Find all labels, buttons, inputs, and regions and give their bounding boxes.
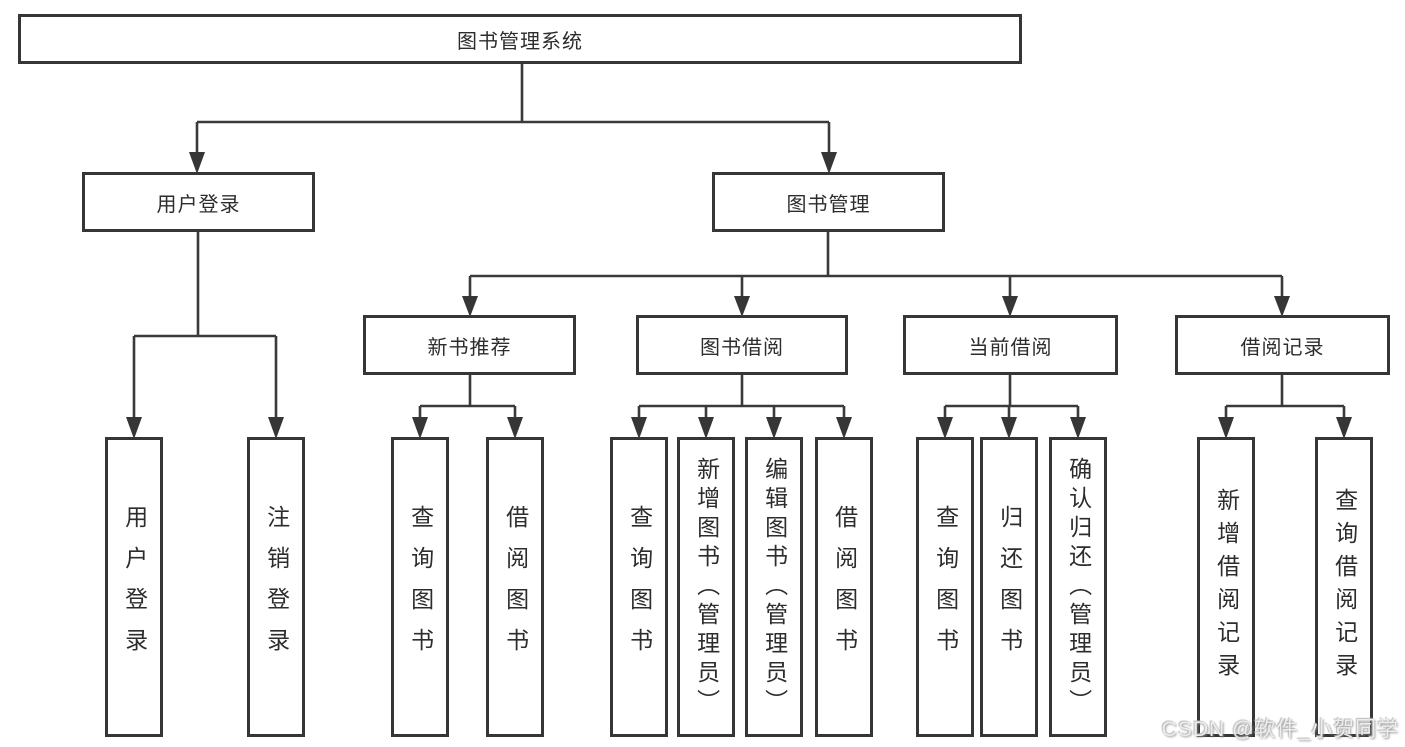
leaf-borrow-books-label: 借阅图书 <box>831 505 858 669</box>
node-user-login-branch: 用户登录 <box>82 172 315 232</box>
node-current-borrow: 当前借阅 <box>903 315 1118 375</box>
leaf-user-login-label: 用户登录 <box>121 505 148 669</box>
leaf-borrow-books-recommend-label: 借阅图书 <box>502 505 529 669</box>
leaf-logout-label: 注销登录 <box>263 505 290 669</box>
leaf-add-books-admin: 新增图书（管理员） <box>677 437 735 737</box>
leaf-confirm-return-admin-label: 确认归还（管理员） <box>1065 456 1092 718</box>
leaf-query-books-current: 查询图书 <box>916 437 974 737</box>
leaf-add-borrow-record: 新增借阅记录 <box>1197 437 1255 737</box>
leaf-borrow-books: 借阅图书 <box>815 437 873 737</box>
leaf-return-books: 归还图书 <box>980 437 1038 737</box>
leaf-add-books-admin-label: 新增图书（管理员） <box>693 456 720 718</box>
node-book-borrow: 图书借阅 <box>636 315 848 375</box>
leaf-confirm-return-admin: 确认归还（管理员） <box>1049 437 1107 737</box>
leaf-logout: 注销登录 <box>247 437 305 737</box>
csdn-watermark: CSDN @软件_小贺同学 <box>1161 718 1399 741</box>
leaf-borrow-books-recommend: 借阅图书 <box>486 437 544 737</box>
leaf-return-books-label: 归还图书 <box>996 505 1023 669</box>
leaf-query-borrow-record: 查询借阅记录 <box>1315 437 1373 737</box>
node-book-management-branch: 图书管理 <box>712 172 945 232</box>
node-borrow-records: 借阅记录 <box>1175 315 1390 375</box>
leaf-add-borrow-record-label: 新增借阅记录 <box>1213 488 1240 686</box>
leaf-edit-books-admin: 编辑图书（管理员） <box>745 437 803 737</box>
leaf-edit-books-admin-label: 编辑图书（管理员） <box>761 456 788 718</box>
leaf-query-books-borrow: 查询图书 <box>610 437 668 737</box>
leaf-user-login: 用户登录 <box>105 437 163 737</box>
leaf-query-books-current-label: 查询图书 <box>932 505 959 669</box>
leaf-query-books-recommend: 查询图书 <box>391 437 449 737</box>
leaf-query-borrow-record-label: 查询借阅记录 <box>1331 488 1358 686</box>
node-new-book-recommend: 新书推荐 <box>363 315 576 375</box>
leaf-query-books-borrow-label: 查询图书 <box>626 505 653 669</box>
leaf-query-books-recommend-label: 查询图书 <box>407 505 434 669</box>
node-system-root: 图书管理系统 <box>18 14 1022 64</box>
